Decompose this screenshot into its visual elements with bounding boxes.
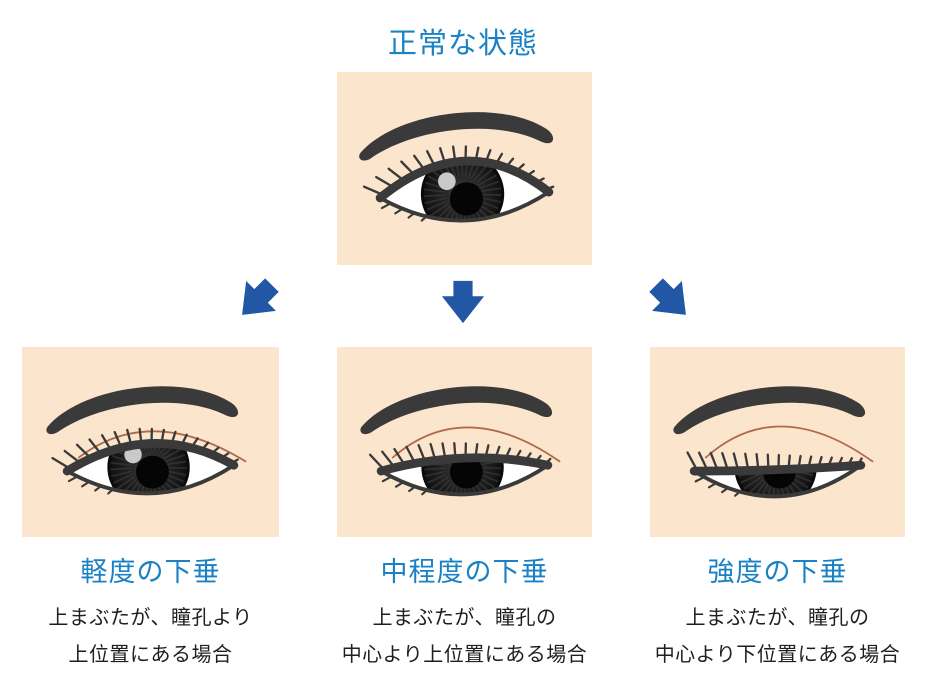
stage-desc-moderate: 上まぶたが、瞳孔の 中心より上位置にある場合 [312, 600, 617, 674]
stage-desc-line: 中心より上位置にある場合 [341, 644, 588, 666]
stage-desc-line: 上まぶたが、瞳孔の [685, 607, 870, 629]
stage-heading-moderate: 中程度の下垂 [380, 557, 549, 587]
stage-heading-mild: 軽度の下垂 [80, 557, 221, 587]
panel-moderate-ptosis [337, 347, 592, 537]
stage-desc-line: 上まぶたが、瞳孔の [372, 607, 557, 629]
arrow-down-icon [440, 279, 486, 325]
arrow-down-right-icon [638, 267, 703, 332]
diagram-title: 正常な状態 [387, 28, 538, 60]
stage-desc-line: 上位置にある場合 [68, 644, 233, 666]
normal-eye-illustration [359, 112, 555, 223]
panel-mild-ptosis [22, 347, 279, 537]
mild-ptosis-eye-illustration [46, 386, 247, 496]
stage-desc-line: 中心より下位置にある場合 [654, 644, 901, 666]
stage-desc-severe: 上まぶたが、瞳孔の 中心より下位置にある場合 [625, 600, 926, 674]
severe-ptosis-eye-illustration [673, 386, 874, 499]
stage-desc-mild: 上まぶたが、瞳孔より 上位置にある場合 [0, 600, 304, 674]
moderate-ptosis-eye-illustration [360, 386, 561, 497]
stage-heading-severe: 強度の下垂 [707, 557, 848, 587]
arrow-down-left-icon [224, 267, 289, 332]
panel-severe-ptosis [650, 347, 905, 537]
stage-desc-line: 上まぶたが、瞳孔より [48, 607, 253, 629]
panel-normal [337, 72, 592, 265]
